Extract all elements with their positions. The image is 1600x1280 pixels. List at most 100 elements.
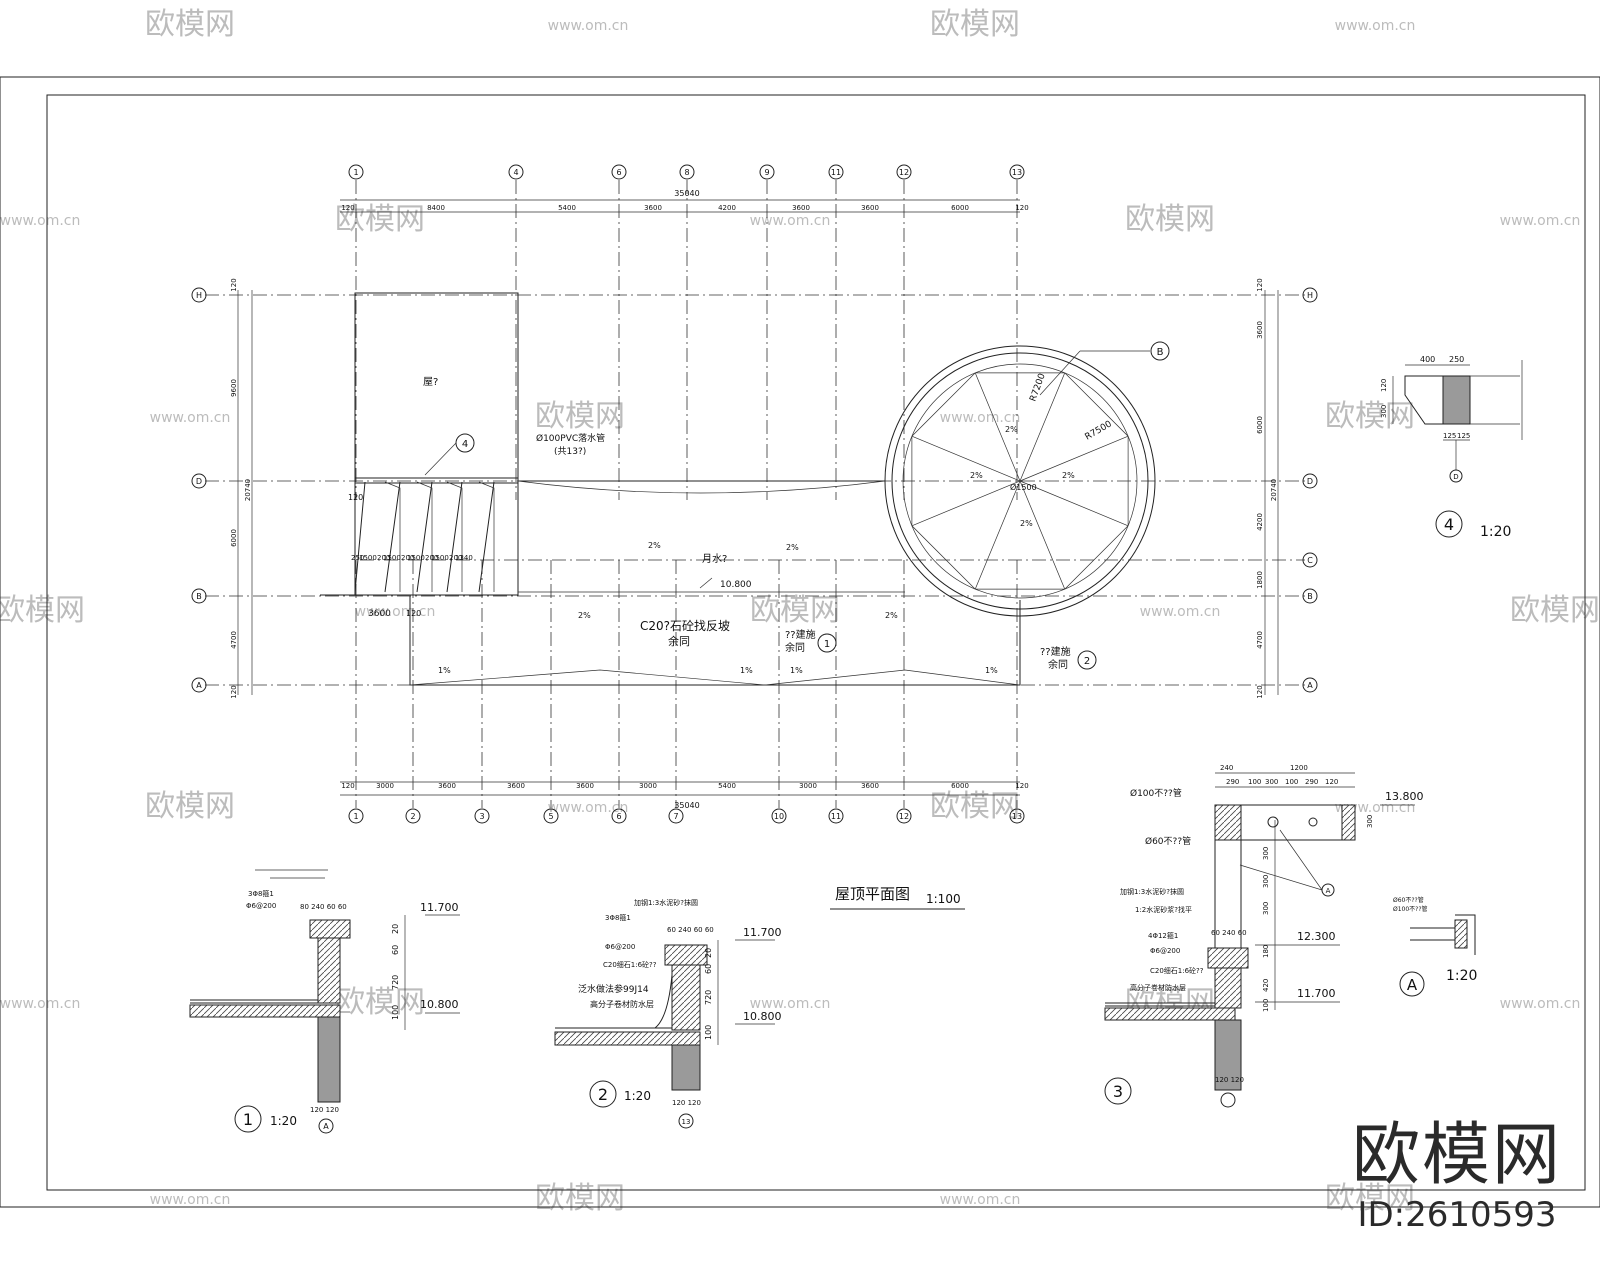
axis-label-bottom: 6 bbox=[616, 812, 621, 821]
axis-label-left: B bbox=[196, 592, 202, 601]
detail3-dim-300d: 300 bbox=[1262, 902, 1270, 915]
bottom-dim: 3600 bbox=[507, 782, 525, 790]
roof-label: 屋? bbox=[423, 376, 438, 388]
bottom-dim: 120 bbox=[1015, 782, 1028, 790]
axis-bubble-bottom bbox=[1009, 808, 1025, 824]
slope-note-2: 余同 bbox=[668, 634, 690, 648]
axis-label-right: B bbox=[1307, 592, 1313, 601]
drain-marker bbox=[699, 577, 713, 589]
watermark-url: www.om.cn bbox=[750, 213, 831, 229]
bottom-dim: 5400 bbox=[718, 782, 736, 790]
circle-spoke bbox=[1019, 372, 1066, 482]
axis-label-top: 9 bbox=[764, 168, 769, 177]
left-dim: 120 bbox=[230, 685, 238, 698]
plan-scale: 1:100 bbox=[926, 892, 961, 906]
circle-spokes bbox=[911, 372, 1129, 590]
stair-roof-outline bbox=[354, 292, 519, 484]
circle-spoke bbox=[911, 435, 1021, 482]
callout-4: 4 bbox=[424, 433, 475, 476]
callout-4-label: 4 bbox=[462, 439, 468, 450]
watermark-logo: 欧模网 bbox=[145, 7, 235, 42]
detail3-dim: 290 bbox=[1226, 778, 1239, 786]
axis-label-top: 6 bbox=[616, 168, 621, 177]
stair-risers bbox=[384, 481, 495, 592]
drawing-border bbox=[46, 94, 1586, 1191]
slope-mark-5: 2% bbox=[648, 541, 661, 550]
detail1-no: 1 bbox=[243, 1110, 253, 1129]
detaila-note2: Ø100不??管 bbox=[1393, 905, 1428, 913]
circle-roof-ring bbox=[891, 352, 1149, 610]
detail2-note5: 泛水做法参99J14 bbox=[578, 983, 649, 995]
elev-roof: 10.800 bbox=[720, 580, 752, 590]
detail3-dim-240: 240 bbox=[1220, 764, 1233, 772]
stair-block bbox=[354, 477, 519, 596]
stair-dim: 1500 bbox=[383, 554, 401, 562]
right-dim: 120 bbox=[1256, 278, 1264, 291]
axis-bubble-bottom bbox=[405, 808, 421, 824]
bottom-dim: 120 bbox=[341, 782, 354, 790]
circle-spoke bbox=[1019, 480, 1129, 527]
watermark-logo: 欧模网 bbox=[335, 202, 425, 237]
brand-logo: 欧模网 bbox=[1352, 1116, 1563, 1195]
axis-label-top: 13 bbox=[1012, 168, 1022, 177]
axis-bubble-top bbox=[828, 164, 844, 180]
axis-label-right: A bbox=[1307, 681, 1313, 690]
side-note-3: ??建施 bbox=[1040, 645, 1071, 658]
axis-bubble-top bbox=[611, 164, 627, 180]
detail2-note1: 加钢1:3水泥砂?抹圆 bbox=[634, 898, 698, 907]
watermark-logo: 欧模网 bbox=[1325, 1181, 1415, 1216]
top-dim: 6000 bbox=[951, 204, 969, 212]
detail1-dims-top: 80 240 60 60 bbox=[300, 903, 347, 911]
slope-mark-8: 2% bbox=[885, 611, 898, 620]
drain-label: 月水? bbox=[702, 553, 727, 565]
detail1-dim-20: 20 bbox=[391, 924, 400, 934]
detail2-no: 2 bbox=[598, 1085, 608, 1104]
detail4-dim-120: 120 bbox=[1380, 379, 1388, 392]
axis-bubble-bottom bbox=[668, 808, 684, 824]
axis-bubble-right bbox=[1302, 473, 1318, 489]
slope-mark-6: 2% bbox=[786, 543, 799, 552]
axis-label-bottom: 2 bbox=[410, 812, 415, 821]
detail3-dim: 100 bbox=[1248, 778, 1261, 786]
detail3-dims-mid: 60 240 60 bbox=[1211, 929, 1247, 937]
detail3-elev1: 13.800 bbox=[1385, 790, 1424, 803]
detail4-dim-300: 300 bbox=[1380, 405, 1388, 418]
detail1-rebar2: Φ6@200 bbox=[246, 902, 276, 910]
watermark-url: www.om.cn bbox=[0, 213, 80, 229]
detail4-dim-400: 400 bbox=[1420, 355, 1435, 364]
axis-label-bottom: 10 bbox=[774, 812, 784, 821]
detail4-axis: D bbox=[1453, 473, 1458, 481]
watermark-logo: 欧模网 bbox=[0, 593, 85, 628]
detaila-note1: Ø60不??管 bbox=[1393, 896, 1424, 904]
axis-label-bottom: 12 bbox=[899, 812, 909, 821]
watermark-url: www.om.cn bbox=[548, 18, 629, 34]
stair-dim: 1340 bbox=[455, 554, 473, 562]
bottom-dim: 3600 bbox=[576, 782, 594, 790]
slope-note: C20?石砼找反坡 bbox=[640, 619, 730, 633]
detaila-scale: 1:20 bbox=[1446, 968, 1477, 984]
detail3-no: 3 bbox=[1113, 1082, 1123, 1101]
bottom-total-dim: 35040 bbox=[674, 801, 699, 810]
callout-b: B bbox=[1039, 341, 1170, 396]
watermark-logo: 欧模网 bbox=[1125, 202, 1215, 237]
watermark-logo: 欧模网 bbox=[750, 593, 840, 628]
left-total-dim: 20740 bbox=[244, 479, 252, 501]
slope-mark-11: 1% bbox=[790, 666, 803, 675]
watermark-url: www.om.cn bbox=[1335, 18, 1416, 34]
detail3-note4: Φ6@200 bbox=[1150, 947, 1180, 955]
circle-spoke bbox=[911, 480, 1021, 527]
detail3-note5: C20细石1:6砼?? bbox=[1150, 966, 1204, 975]
detail3-dim-300b: 300 bbox=[1262, 847, 1270, 860]
plan-title: 屋顶平面图 bbox=[835, 885, 910, 903]
axis-label-bottom: 1 bbox=[353, 812, 358, 821]
detail2-dim-60: 60 bbox=[704, 964, 713, 974]
top-dim: 4200 bbox=[718, 204, 736, 212]
stair-steps bbox=[354, 481, 495, 593]
detail-a: Ø60不??管 Ø100不??管 A 1:20 bbox=[1393, 896, 1477, 997]
watermark-url: www.om.cn bbox=[940, 1192, 1021, 1208]
detail1-dim-100: 100 bbox=[391, 1005, 400, 1020]
axis-bubble-bottom bbox=[348, 808, 364, 824]
watermark-url: www.om.cn bbox=[548, 800, 629, 816]
axis-label-bottom: 3 bbox=[479, 812, 484, 821]
